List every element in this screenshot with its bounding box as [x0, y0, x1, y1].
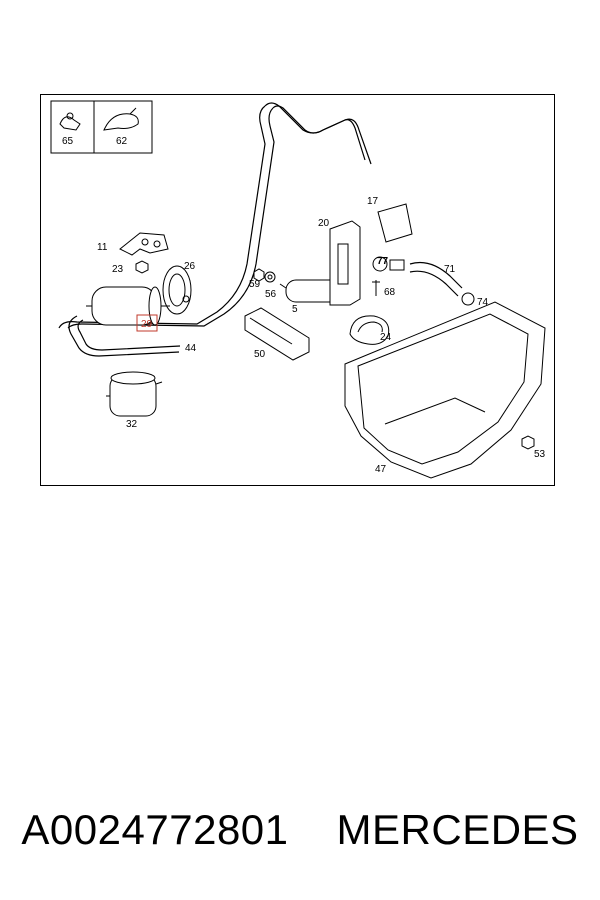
tray-47-part	[344, 301, 546, 479]
label-59: 59	[249, 279, 261, 290]
bracket-17-part	[377, 203, 413, 243]
bracket-20-part	[329, 220, 361, 306]
part-number: A0024772801	[21, 806, 289, 853]
clip-65-part	[59, 112, 81, 131]
label-47: 47	[375, 464, 387, 475]
label-20: 20	[318, 218, 330, 229]
fuel-line	[58, 102, 372, 357]
label-56: 56	[265, 289, 277, 300]
label-5: 5	[292, 304, 298, 315]
callout-29-highlight: 29	[136, 314, 158, 332]
clamp-24-part	[349, 315, 390, 345]
label-77: 77	[377, 256, 389, 267]
label-68: 68	[384, 287, 396, 298]
label-29: 29	[141, 319, 153, 330]
part-caption: A0024772801 MERCEDES	[0, 800, 600, 860]
nut-23-part	[135, 260, 149, 274]
label-53: 53	[534, 449, 546, 460]
fuel-filter-32-part	[106, 371, 163, 417]
label-24: 24	[380, 332, 392, 343]
nut-53-part	[521, 435, 535, 450]
label-50: 50	[254, 349, 266, 360]
clip-62-part	[103, 107, 139, 131]
label-74: 74	[477, 297, 489, 308]
brand-name: MERCEDES	[336, 806, 579, 853]
nut-59-part	[253, 268, 265, 282]
label-44: 44	[185, 343, 197, 354]
label-17: 17	[367, 196, 379, 207]
label-32: 32	[126, 419, 138, 430]
clamp-26-part	[162, 265, 192, 315]
label-23: 23	[112, 264, 124, 275]
washer-56-part	[264, 271, 276, 283]
label-71: 71	[444, 264, 456, 275]
label-11: 11	[97, 242, 108, 253]
label-65: 65	[62, 136, 74, 147]
label-62: 62	[116, 136, 128, 147]
inset-box	[50, 100, 153, 154]
bolt-68-part	[372, 280, 380, 296]
clamp-74-part	[461, 292, 475, 306]
bracket-11-part	[119, 232, 169, 256]
hose-71-part	[409, 261, 463, 297]
label-26: 26	[184, 261, 196, 272]
cover-50-part	[244, 307, 310, 361]
valve-77-part	[372, 256, 405, 272]
parts-diagram: 65 62 17 20 11 23 26 59 56 5 77 71 68 74…	[40, 94, 555, 486]
